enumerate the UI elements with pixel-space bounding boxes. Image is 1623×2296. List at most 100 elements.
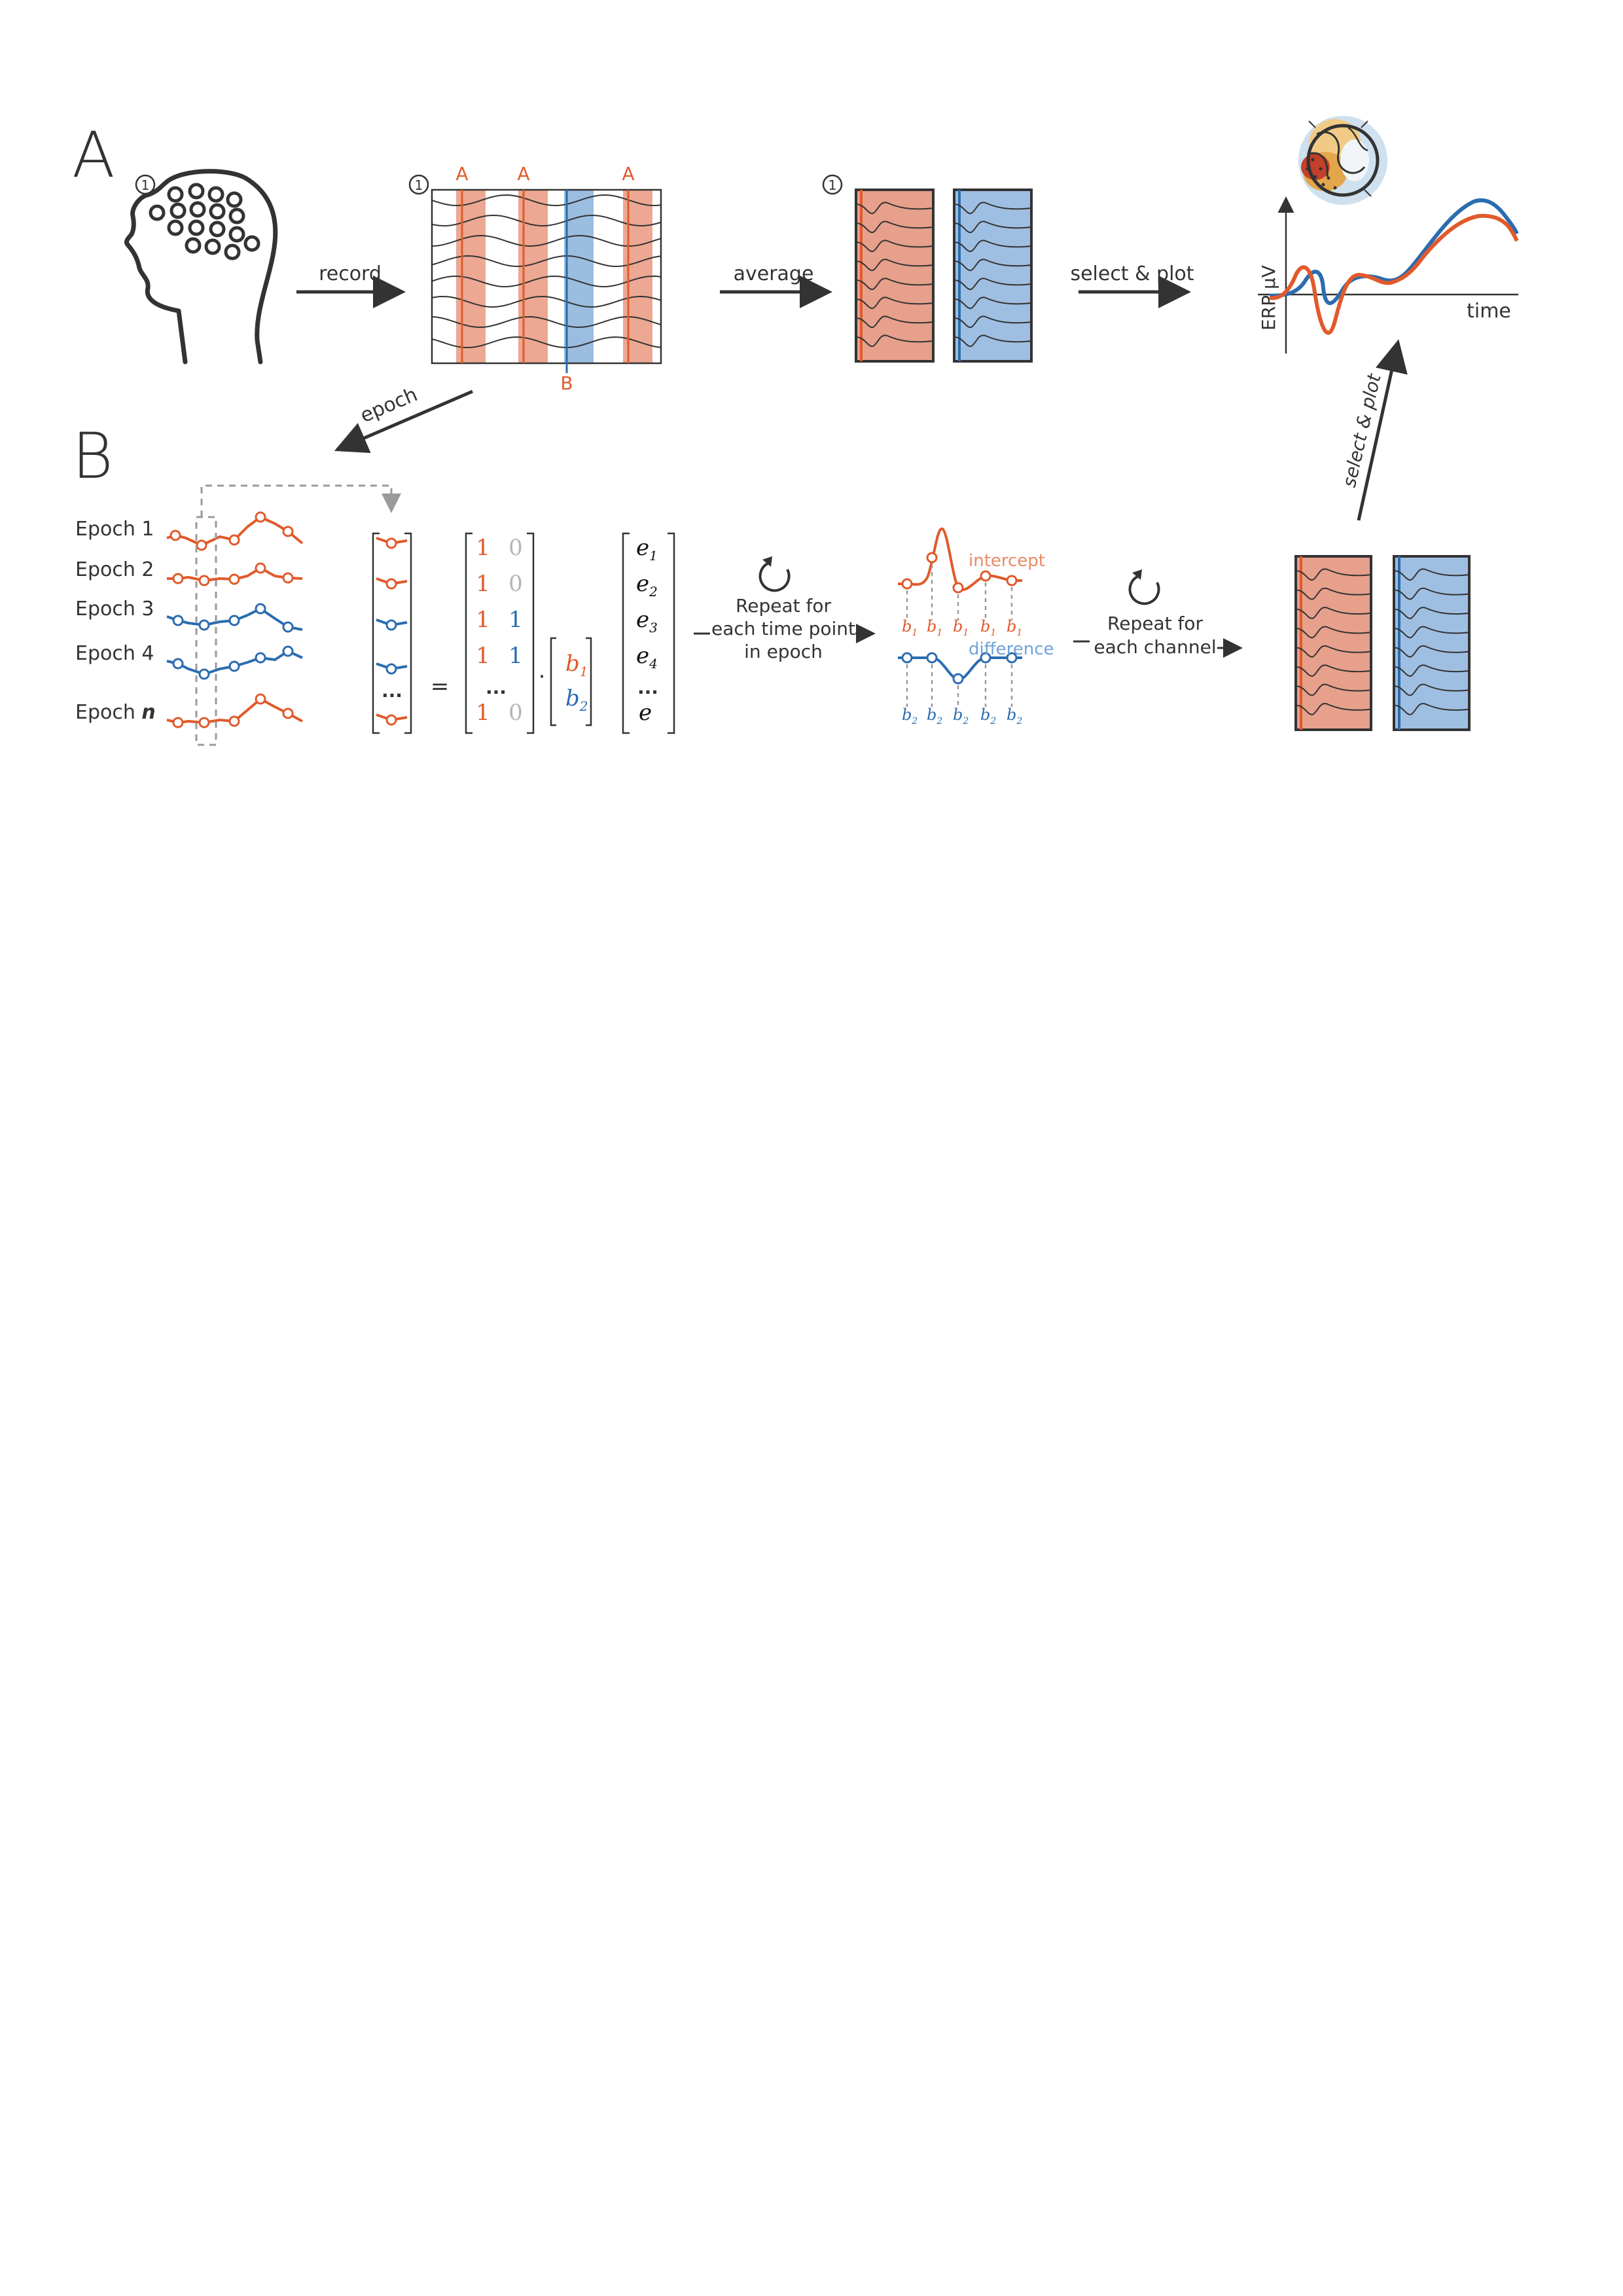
select-plot-vertical-arrow (1357, 339, 1408, 521)
beta-2-label: b2 (980, 706, 996, 726)
eeg-channel-trace (432, 255, 661, 268)
panel-b-label: B (72, 420, 113, 493)
vector-ellipsis: ... (382, 680, 402, 702)
continuous-recording (431, 188, 662, 373)
epoch-traces (166, 511, 304, 728)
sample-point (172, 717, 184, 728)
design-matrix-cell: 1 (508, 643, 523, 669)
erp-panel-condition-b (953, 188, 1033, 363)
sample-point (228, 573, 240, 585)
select-plot-label: select & plot (1070, 262, 1194, 285)
intercept-point (1006, 575, 1018, 586)
difference-label: difference (969, 639, 1054, 659)
sample-point (282, 572, 294, 584)
erp-channel-trace (855, 315, 934, 329)
sample-point (169, 529, 181, 541)
electrode (167, 219, 184, 236)
error-vector (622, 532, 675, 734)
design-matrix-cell: 1 (476, 700, 490, 726)
channel-marker-text: 1 (141, 177, 150, 193)
epoch-label: Epoch n (75, 701, 156, 724)
sample-point (172, 615, 184, 626)
erp-channel-trace (855, 202, 934, 215)
electrode (243, 235, 260, 252)
design-matrix-cell: 0 (508, 535, 523, 561)
eeg-channel-trace (432, 194, 661, 207)
erp-channel-trace (1393, 568, 1470, 581)
beta-1-label: b1 (902, 617, 918, 638)
electrode (189, 201, 206, 218)
erp-channel-trace (954, 240, 1032, 253)
difference-point (1006, 652, 1018, 664)
channel-marker-icon (408, 174, 429, 195)
eeg-channel-trace (432, 275, 661, 288)
sample-point (198, 619, 210, 631)
beta-1-label: b1 (927, 617, 942, 638)
beta-2: b2 (565, 685, 588, 714)
erp-channel-trace (855, 240, 934, 253)
y-vector-point (385, 619, 397, 631)
beta-1-label: b1 (980, 617, 996, 638)
beta-2-label: b2 (953, 706, 969, 726)
erp-channel-trace (954, 334, 1032, 348)
beta-2-label: b2 (927, 706, 942, 726)
erp-channel-trace (1393, 607, 1470, 619)
sample-point (255, 652, 266, 664)
beta-1: b1 (565, 651, 588, 679)
erp-plot: ERP µV time (1258, 196, 1519, 353)
y-vector-point (385, 714, 397, 726)
erp-panel-background (855, 188, 935, 363)
erp-channel-trace (1393, 683, 1470, 696)
sample-point (198, 668, 210, 680)
erp-channel-trace (1295, 645, 1372, 658)
design-matrix-cell: 1 (476, 607, 490, 633)
erp-channel-trace (855, 334, 934, 348)
dot-operator: · (539, 664, 546, 690)
erp-channel-trace (855, 278, 934, 291)
erp-panel-background (953, 188, 1033, 363)
erp-channel-trace (855, 221, 934, 234)
error-n: e (639, 700, 652, 726)
error-term: e1 (636, 535, 658, 564)
electrode (226, 191, 243, 208)
design-matrix-cell: 1 (476, 571, 490, 597)
data-vector (372, 532, 412, 734)
design-matrix-cell: 1 (508, 607, 523, 633)
electrode (207, 186, 224, 203)
matrix-ellipsis: ... (486, 677, 507, 698)
sample-point (228, 660, 240, 672)
repeat-channel-line2: each channel (1094, 636, 1216, 658)
epoch-n-prefix: Epoch (75, 701, 135, 724)
erp-y-axis-label: ERP µV (1258, 265, 1279, 331)
erp-channel-trace (1295, 568, 1372, 581)
repeat-arrow-icon (758, 556, 791, 592)
epoch-label: Epoch 4 (75, 642, 154, 665)
electrode-array (149, 183, 260, 260)
eeg-channel-trace (432, 214, 661, 227)
y-vector-point (385, 537, 397, 549)
erp-channel-trace (1393, 664, 1470, 677)
channel-marker-text: 1 (415, 177, 423, 193)
channel-marker-text: 1 (829, 177, 837, 193)
intercept-point (980, 570, 991, 582)
averaged-erp-panels (855, 188, 1033, 363)
electrode (204, 238, 221, 255)
y-vector-point (385, 663, 397, 675)
erp-x-axis-label: time (1467, 300, 1511, 323)
beta-2-label: b2 (1007, 706, 1022, 726)
error-term: e3 (636, 607, 658, 636)
beta-1-label: b1 (1007, 617, 1022, 638)
erp-panel-condition-a (855, 188, 935, 363)
sample-point (282, 526, 294, 537)
electrode (188, 219, 205, 236)
difference-point (952, 673, 964, 685)
repeat-arrow-icon (1128, 569, 1160, 605)
beta-1-label: b1 (953, 617, 969, 638)
erp-curve-b (1269, 198, 1519, 306)
erp-channel-trace (1295, 587, 1372, 600)
erp-channel-trace (954, 259, 1032, 272)
sample-point (196, 539, 207, 551)
intercept-point (926, 552, 938, 564)
electrode (228, 226, 245, 243)
